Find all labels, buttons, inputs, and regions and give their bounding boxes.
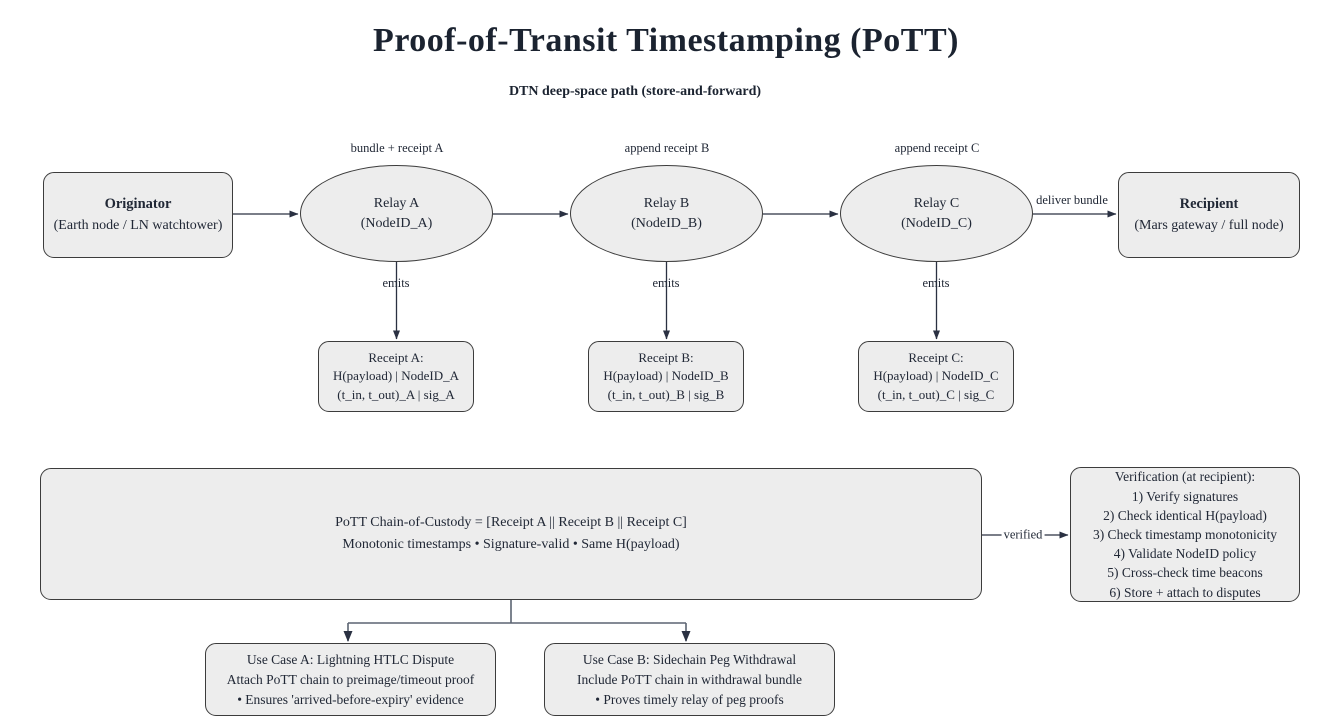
verification-step-6: 6) Store + attach to disputes (1109, 584, 1261, 600)
use-case-b-action: Include PoTT chain in withdrawal bundle (576, 671, 803, 687)
page-subtitle: DTN deep-space path (store-and-forward) (508, 84, 762, 99)
tree-connector (343, 600, 691, 642)
use-case-a-benefit: • Ensures 'arrived-before-expiry' eviden… (237, 691, 464, 707)
verification-step-1: 1) Verify signatures (1131, 488, 1239, 504)
receipt-c-times: (t_in, t_out)_C | sig_C (877, 386, 995, 402)
recipient-title: Recipient (1179, 196, 1239, 212)
edge-label-append-receipt-c: append receipt C (894, 141, 980, 155)
use-case-b-title: Use Case B: Sidechain Peg Withdrawal (582, 651, 797, 667)
relay-a-name: Relay A (373, 195, 420, 211)
edge-label-emits-c: emits (922, 276, 950, 290)
relay-c-nodeid: (NodeID_C) (901, 215, 972, 231)
receipt-a-hash: H(payload) | NodeID_A (332, 368, 460, 384)
use-case-b-node: Use Case B: Sidechain Peg Withdrawal Inc… (544, 643, 835, 716)
verification-step-3: 3) Check timestamp monotonicity (1092, 526, 1278, 542)
receipt-b-times: (t_in, t_out)_B | sig_B (607, 386, 725, 402)
use-case-a-action: Attach PoTT chain to preimage/timeout pr… (226, 671, 475, 687)
verification-node: Verification (at recipient): 1) Verify s… (1070, 467, 1300, 602)
edge-label-emits-b: emits (652, 276, 680, 290)
edge-label-append-receipt-b: append receipt B (624, 141, 710, 155)
receipt-a-title: Receipt A: (368, 349, 424, 365)
receipt-c-hash: H(payload) | NodeID_C (873, 368, 999, 384)
emit-arrows (393, 262, 940, 340)
receipt-a-times: (t_in, t_out)_A | sig_A (337, 386, 455, 402)
originator-subtitle: (Earth node / LN watchtower) (53, 218, 223, 233)
recipient-node: Recipient (Mars gateway / full node) (1118, 172, 1300, 258)
relay-a-nodeid: (NodeID_A) (360, 215, 433, 231)
edge-label-verified: verified (1001, 527, 1045, 543)
edge-label-deliver-bundle: deliver bundle (1036, 193, 1108, 207)
relay-b-nodeid: (NodeID_B) (631, 215, 702, 231)
verification-title: Verification (at recipient): (1114, 469, 1256, 485)
relay-b-name: Relay B (643, 195, 690, 211)
receipt-a-node: Receipt A: H(payload) | NodeID_A (t_in, … (318, 341, 474, 412)
use-case-b-benefit: • Proves timely relay of peg proofs (595, 691, 784, 707)
edge-label-emits-a: emits (382, 276, 410, 290)
use-case-a-title: Use Case A: Lightning HTLC Dispute (246, 651, 455, 667)
relay-c-name: Relay C (913, 195, 960, 211)
receipt-c-node: Receipt C: H(payload) | NodeID_C (t_in, … (858, 341, 1014, 412)
verification-step-5: 5) Cross-check time beacons (1107, 565, 1263, 581)
verification-step-4: 4) Validate NodeID policy (1113, 546, 1257, 562)
recipient-subtitle: (Mars gateway / full node) (1134, 218, 1284, 233)
originator-title: Originator (104, 196, 172, 212)
page-title: Proof-of-Transit Timestamping (PoTT) (373, 22, 959, 59)
use-case-a-node: Use Case A: Lightning HTLC Dispute Attac… (205, 643, 496, 716)
custody-formula: PoTT Chain-of-Custody = [Receipt A || Re… (335, 515, 687, 530)
receipt-b-hash: H(payload) | NodeID_B (603, 368, 729, 384)
relay-a-node: Relay A (NodeID_A) (300, 165, 493, 262)
verification-step-2: 2) Check identical H(payload) (1103, 507, 1267, 523)
edge-label-bundle-receipt-a: bundle + receipt A (350, 141, 444, 155)
receipt-b-title: Receipt B: (638, 349, 694, 365)
chain-of-custody-node: PoTT Chain-of-Custody = [Receipt A || Re… (40, 468, 982, 600)
originator-node: Originator (Earth node / LN watchtower) (43, 172, 233, 258)
receipt-c-title: Receipt C: (908, 349, 964, 365)
relay-b-node: Relay B (NodeID_B) (570, 165, 763, 262)
custody-properties: Monotonic timestamps • Signature-valid •… (342, 537, 680, 552)
relay-c-node: Relay C (NodeID_C) (840, 165, 1033, 262)
receipt-b-node: Receipt B: H(payload) | NodeID_B (t_in, … (588, 341, 744, 412)
